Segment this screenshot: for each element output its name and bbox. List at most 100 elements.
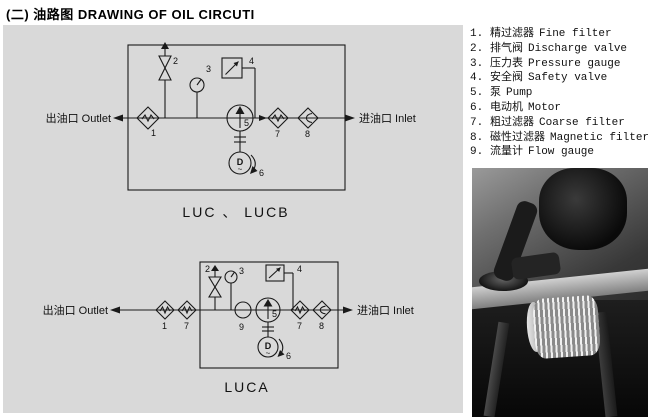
legend-item-number: 4.: [470, 72, 484, 85]
legend-item-en: Fine filter: [539, 28, 612, 40]
part-number-7a: 7: [184, 321, 189, 331]
legend-item-1: 1. 精过滤器 Fine filter: [470, 27, 650, 42]
legend-item-number: 9.: [470, 146, 484, 159]
motor-symbol: [228, 151, 258, 175]
legend-item-9: 9. 流量计 Flow gauge: [470, 145, 650, 160]
fine-filter-symbol: [155, 300, 175, 320]
safety-valve-symbol: [265, 264, 285, 282]
inlet-flow-arrow: [343, 306, 353, 314]
legend-item-number: 8.: [470, 131, 484, 144]
legend-item-8: 8. 磁性过滤器 Magnetic filter: [470, 131, 650, 146]
legend-item-number: 5.: [470, 87, 484, 100]
motor-letter: D: [265, 341, 272, 351]
legend-item-zh: 粗过滤器: [490, 116, 534, 129]
pump-symbol: [255, 297, 281, 323]
photo-pipe-horizontal: [511, 251, 562, 281]
legend-item-zh: 压力表: [490, 57, 523, 70]
fine-filter-symbol: [136, 106, 160, 130]
pressure-gauge-symbol: [189, 77, 205, 93]
legend-item-en: Flow gauge: [528, 146, 595, 159]
part-number-8: 8: [305, 129, 310, 139]
legend-item-zh: 流量计: [490, 146, 523, 159]
inlet-label: 进油口 Inlet: [359, 111, 416, 125]
legend-item-en: Coarse filter: [539, 116, 625, 129]
legend-item-number: 7.: [470, 116, 484, 129]
pipe-lines: [112, 271, 351, 337]
legend-item-2: 2. 排气阀 Discharge valve: [470, 42, 650, 57]
part-number-7b: 7: [297, 321, 302, 331]
part-number-6: 6: [259, 168, 264, 178]
legend-item-zh: 精过滤器: [490, 28, 534, 40]
discharge-valve-symbol: [158, 42, 172, 81]
part-number-6: 6: [286, 351, 291, 361]
legend-item-5: 5. 泵 Pump: [470, 86, 650, 101]
pressure-gauge-symbol: [224, 270, 238, 284]
legend-item-number: 2.: [470, 42, 484, 55]
model-label-luc-lucb: LUC 、 LUCB: [182, 204, 289, 220]
legend-item-en: Pressure gauge: [528, 57, 621, 70]
part-number-5: 5: [272, 309, 277, 319]
coarse-filter-symbol-left: [177, 300, 197, 320]
inlet-flow-arrow: [345, 114, 355, 122]
circuit-diagrams-svg: 1 2 3 4 5 6 7 8 D ~ 出油口 Outlet 进油口 Inlet…: [43, 42, 416, 395]
coarse-filter-symbol-right: [290, 300, 310, 320]
part-number-7: 7: [275, 129, 280, 139]
part-number-1: 1: [151, 128, 156, 138]
legend-item-en: Discharge valve: [528, 42, 628, 55]
legend-item-zh: 安全阀: [490, 72, 523, 85]
photo-filter-cartridge: [531, 295, 601, 360]
part-number-5: 5: [244, 118, 249, 128]
motor-tilde: ~: [266, 349, 271, 358]
flow-arrow: [259, 115, 267, 121]
part-number-4: 4: [297, 264, 302, 274]
part-number-3: 3: [239, 266, 244, 276]
legend-item-en: Safety valve: [528, 72, 608, 85]
outlet-label: 出油口 Outlet: [43, 303, 108, 317]
product-photo: [472, 168, 648, 417]
flow-gauge-symbol: [234, 301, 252, 319]
legend-item-4: 4. 安全阀 Safety valve: [470, 71, 650, 86]
legend-item-number: 3.: [470, 57, 484, 70]
outlet-flow-arrow: [113, 114, 123, 122]
diagram-luca: 1 7 2 3 9 5 4 6 7 8 D ~ 出油口 Outlet 进油口 I…: [43, 261, 414, 395]
motor-tilde: ~: [238, 165, 243, 174]
legend-item-7: 7. 粗过滤器 Coarse filter: [470, 116, 650, 131]
magnetic-filter-symbol: [312, 300, 332, 320]
part-number-8: 8: [319, 321, 324, 331]
legend-item-en: Magnetic filter: [550, 131, 650, 144]
parts-legend: 1. 精过滤器 Fine filter 2. 排气阀 Discharge val…: [470, 27, 650, 160]
discharge-valve-symbol: [208, 265, 222, 298]
outlet-label: 出油口 Outlet: [46, 111, 111, 125]
part-number-2: 2: [205, 264, 210, 274]
magnetic-filter-symbol: [297, 107, 319, 129]
legend-item-zh: 排气阀: [490, 42, 523, 55]
page-title: (二) 油路图 DRAWING OF OIL CIRCUTI: [6, 7, 255, 22]
outlet-flow-arrow: [110, 306, 120, 314]
pump-symbol: [226, 104, 254, 132]
legend-item-zh: 磁性过滤器: [490, 131, 545, 144]
legend-item-number: 6.: [470, 101, 484, 114]
legend-item-zh: 泵: [490, 87, 501, 100]
model-label-luca: LUCA: [224, 379, 269, 395]
legend-item-zh: 电动机: [490, 101, 523, 114]
coarse-filter-symbol: [267, 107, 289, 129]
part-number-4: 4: [249, 56, 254, 66]
circuit-panel: 1 2 3 4 5 6 7 8 D ~ 出油口 Outlet 进油口 Inlet…: [3, 25, 463, 413]
inlet-label: 进油口 Inlet: [357, 303, 414, 317]
unit-outline: [199, 261, 339, 369]
motor-symbol: [257, 336, 285, 358]
pipe-lines: [115, 67, 353, 152]
safety-valve-symbol: [221, 57, 243, 79]
legend-item-en: Motor: [528, 101, 562, 114]
legend-item-3: 3. 压力表 Pressure gauge: [470, 57, 650, 72]
legend-item-number: 1.: [470, 28, 484, 40]
photo-motor: [538, 168, 627, 251]
part-number-1: 1: [162, 321, 167, 331]
diagram-luc-lucb: 1 2 3 4 5 6 7 8 D ~ 出油口 Outlet 进油口 Inlet…: [46, 42, 416, 220]
part-number-9: 9: [239, 322, 244, 332]
legend-item-6: 6. 电动机 Motor: [470, 101, 650, 116]
legend-item-en: Pump: [506, 87, 533, 100]
part-number-2: 2: [173, 56, 178, 66]
motor-letter: D: [237, 157, 244, 167]
part-number-3: 3: [206, 64, 211, 74]
